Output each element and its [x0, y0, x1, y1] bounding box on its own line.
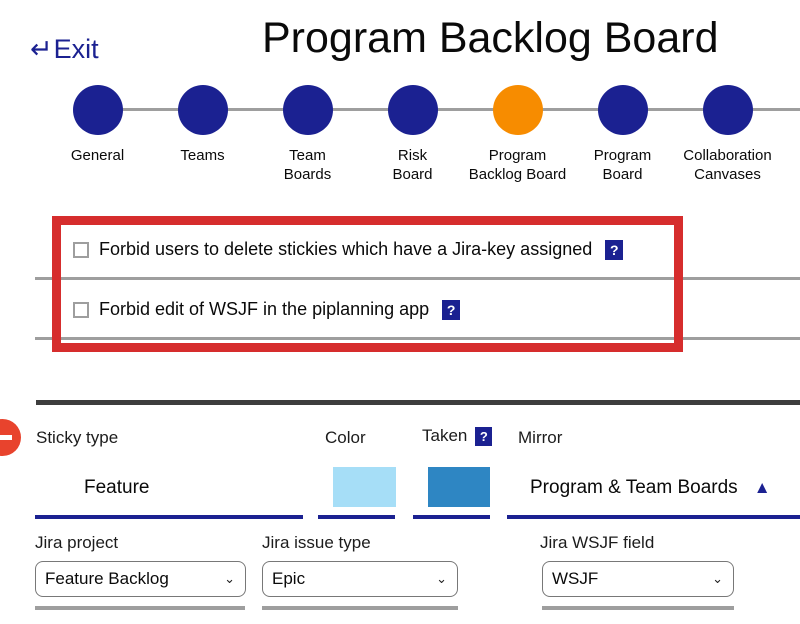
step-label: Teams [180, 147, 225, 164]
mirror-dropdown[interactable]: Program & Team Boards ▲ [530, 477, 771, 499]
step-label: Program Backlog Board [468, 147, 567, 183]
section-divider [36, 400, 800, 405]
minus-bar [0, 435, 12, 440]
step-risk-board[interactable]: Risk Board [360, 85, 465, 184]
select-underline [542, 606, 734, 610]
sticky-type-label: Sticky type [36, 428, 119, 447]
step-circle[interactable] [72, 85, 123, 135]
jira-project-label: Jira project [35, 533, 119, 552]
step-circle[interactable] [597, 85, 648, 135]
chevron-down-icon: ⌄ [224, 571, 235, 586]
step-teams[interactable]: Teams [150, 85, 255, 184]
field-underline [413, 515, 490, 519]
remove-sticky-type-icon[interactable] [0, 419, 21, 456]
step-circle[interactable] [702, 85, 753, 135]
step-general[interactable]: General [45, 85, 150, 184]
chevron-down-icon: ⌄ [436, 571, 447, 586]
stepper-connector-line [97, 108, 800, 111]
taken-label: Taken [422, 426, 468, 445]
page-title: Program Backlog Board [262, 14, 719, 62]
stepper-steps: General Teams Team Boards Risk Board Pro… [45, 85, 780, 184]
row-separator [35, 277, 800, 280]
jira-project-select[interactable]: Feature Backlog ⌄ [35, 561, 246, 597]
step-collaboration-canvases[interactable]: Collaboration Canvases [675, 85, 780, 184]
field-underline [507, 515, 800, 519]
step-label: Risk Board [392, 147, 433, 183]
red-highlight-box [52, 216, 683, 352]
taken-help-icon[interactable]: ? [475, 426, 493, 446]
option-label: Forbid users to delete stickies which ha… [99, 239, 593, 259]
collapse-triangle-icon: ▲ [753, 478, 771, 497]
step-program-backlog-board[interactable]: Program Backlog Board [465, 85, 570, 184]
jira-project-selected: Feature Backlog [45, 569, 169, 588]
jira-issue-type-selected: Epic [272, 569, 306, 588]
taken-label-group: Taken ? [422, 426, 493, 446]
jira-wsjf-selected: WSJF [552, 569, 599, 588]
select-underline [35, 606, 245, 610]
step-circle[interactable] [282, 85, 333, 135]
forbid-delete-checkbox[interactable] [73, 241, 89, 258]
help-icon[interactable]: ? [442, 299, 461, 320]
step-team-boards[interactable]: Team Boards [255, 85, 360, 184]
jira-issue-type-label: Jira issue type [262, 533, 371, 552]
sticky-type-name-field[interactable]: Feature [84, 477, 150, 498]
step-label: General [70, 147, 125, 164]
jira-wsjf-field-select[interactable]: WSJF ⌄ [542, 561, 734, 597]
taken-color-swatch[interactable] [428, 467, 490, 507]
mirror-label: Mirror [518, 428, 563, 447]
exit-label: Exit [53, 34, 99, 64]
forbid-edit-wsjf-checkbox[interactable] [73, 301, 89, 318]
color-label: Color [325, 428, 366, 447]
chevron-down-icon: ⌄ [712, 571, 723, 586]
step-circle-active[interactable] [492, 85, 543, 135]
field-underline [318, 515, 395, 519]
option-row-forbid-delete: Forbid users to delete stickies which ha… [73, 239, 624, 260]
select-underline [262, 606, 458, 610]
row-separator [35, 337, 800, 340]
color-swatch[interactable] [333, 467, 396, 507]
field-underline [35, 515, 303, 519]
step-program-board[interactable]: Program Board [570, 85, 675, 184]
jira-wsjf-field-label: Jira WSJF field [540, 533, 655, 552]
mirror-selected-value: Program & Team Boards [530, 477, 738, 498]
option-row-forbid-edit-wsjf: Forbid edit of WSJF in the piplanning ap… [73, 299, 461, 320]
step-circle[interactable] [387, 85, 438, 135]
jira-issue-type-select[interactable]: Epic ⌄ [262, 561, 458, 597]
step-label: Program Board [593, 147, 652, 183]
option-label: Forbid edit of WSJF in the piplanning ap… [99, 299, 430, 319]
step-label: Team Boards [283, 147, 332, 183]
return-arrow-icon: ↵ [30, 34, 53, 64]
help-icon[interactable]: ? [605, 239, 624, 260]
step-label: Collaboration Canvases [683, 147, 772, 183]
wizard-stepper: General Teams Team Boards Risk Board Pro… [0, 85, 800, 185]
step-circle[interactable] [177, 85, 228, 135]
exit-link[interactable]: ↵Exit [30, 34, 99, 65]
